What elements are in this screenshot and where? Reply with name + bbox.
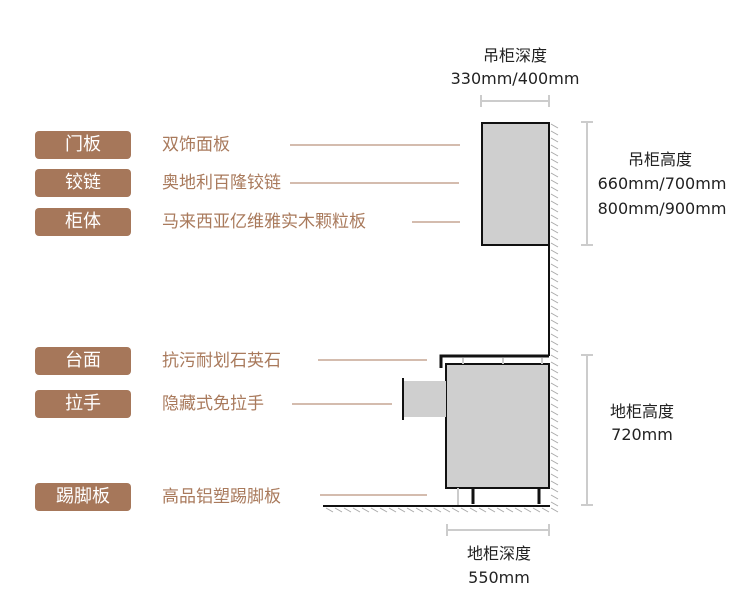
base-height-value: 720mm <box>611 425 673 444</box>
part-description: 马来西亚亿维雅实木颗粒板 <box>162 212 366 232</box>
part-description: 奥地利百隆铰链 <box>162 173 281 193</box>
part-description: 双饰面板 <box>162 135 230 155</box>
wall-height-value-1: 660mm/700mm <box>597 174 727 193</box>
wall-cabinet <box>481 122 550 246</box>
part-description: 隐藏式免拉手 <box>162 394 264 414</box>
wall-depth-title: 吊柜深度 <box>482 46 547 65</box>
drawer <box>403 381 446 417</box>
part-tag: 铰链 <box>35 169 131 197</box>
base-cabinet <box>445 363 550 489</box>
part-tag: 台面 <box>35 347 131 375</box>
base-depth-value: 550mm <box>468 568 530 587</box>
wall-hatching <box>325 123 559 513</box>
leader-lines <box>290 144 460 496</box>
countertop <box>439 354 549 368</box>
dimension-lines <box>446 95 593 536</box>
wall-height-value-2: 800mm/900mm <box>597 199 727 218</box>
part-tag: 柜体 <box>35 208 131 236</box>
part-tag: 拉手 <box>35 390 131 418</box>
base-height-title: 地柜高度 <box>609 402 674 421</box>
wall-height-title: 吊柜高度 <box>627 150 692 169</box>
part-tag: 门板 <box>35 131 131 159</box>
base-depth-title: 地柜深度 <box>466 544 531 563</box>
part-tag: 踢脚板 <box>35 483 131 511</box>
part-description: 抗污耐划石英石 <box>162 351 281 371</box>
wall-depth-value: 330mm/400mm <box>450 69 580 88</box>
part-description: 高品铝塑踢脚板 <box>162 487 281 507</box>
